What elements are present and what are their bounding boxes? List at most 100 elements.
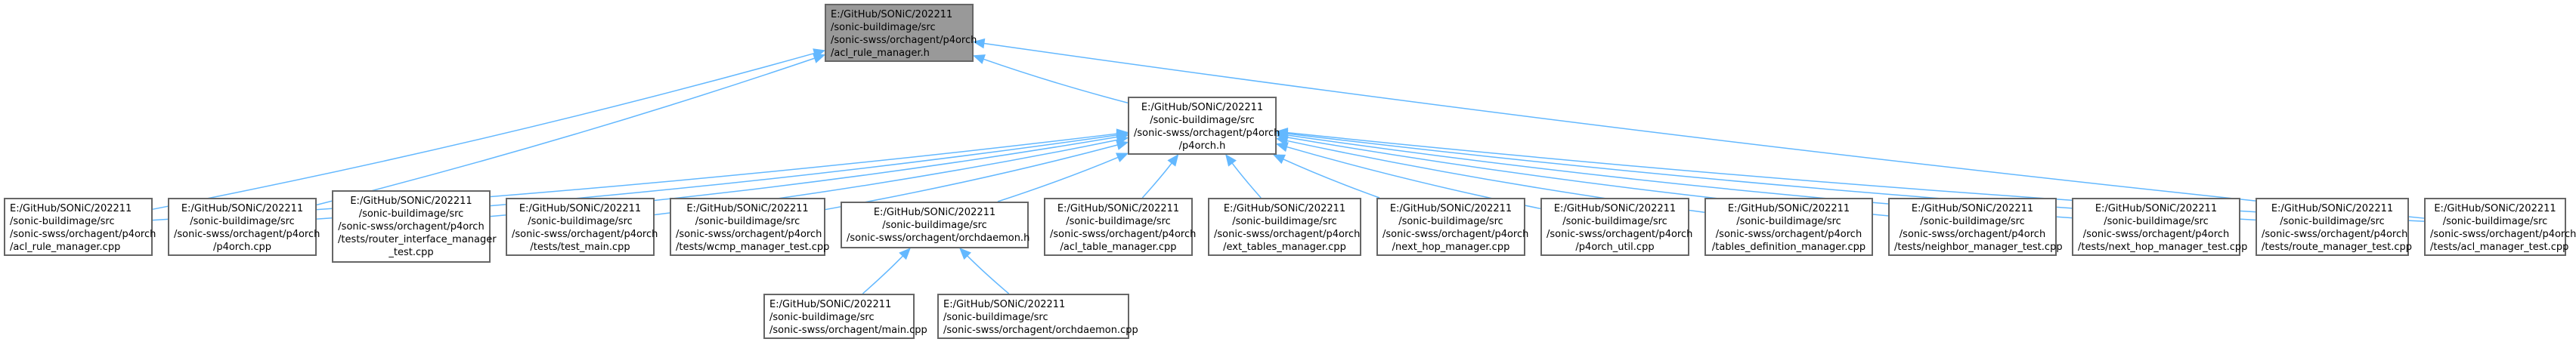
node-label-line: E:/GitHub/SONiC/202211: [519, 203, 642, 214]
node-ext-tables-manager[interactable]: E:/GitHub/SONiC/202211/sonic-buildimage/…: [1208, 198, 1361, 256]
arrowhead-ext_tables_manager-to-p4orch_h: [1225, 153, 1237, 167]
node-label-line: /sonic-buildimage/src: [769, 312, 875, 323]
edge-acl_manager_test-to-acl_rule_manager_h: [983, 42, 2425, 219]
node-label-line: /sonic-buildimage/src: [882, 220, 987, 231]
node-next-hop-manager[interactable]: E:/GitHub/SONiC/202211/sonic-buildimage/…: [1376, 198, 1529, 256]
node-label-line: /sonic-swss/orchagent/p4orch: [1382, 229, 1529, 240]
node-label-line: /acl_rule_manager.h: [831, 48, 930, 59]
node-label-line: /sonic-swss/orchagent/p4orch: [1134, 128, 1280, 139]
edge-p4orch_h-to-acl_rule_manager_h: [983, 58, 1129, 104]
node-label-line: /tables_definition_manager.cpp: [1711, 242, 1866, 253]
node-label-line: /tests/next_hop_manager_test.cpp: [2078, 242, 2248, 253]
node-label-line: /sonic-buildimage/src: [2104, 216, 2209, 227]
node-acl-table-manager[interactable]: E:/GitHub/SONiC/202211/sonic-buildimage/…: [1044, 198, 1197, 256]
node-label-line: /sonic-buildimage/src: [1398, 216, 1503, 227]
node-router-interface-manager-test[interactable]: E:/GitHub/SONiC/202211/sonic-buildimage/…: [332, 190, 497, 263]
node-label-line: E:/GitHub/SONiC/202211: [1141, 102, 1264, 113]
node-label-line: E:/GitHub/SONiC/202211: [181, 203, 304, 214]
node-label-line: E:/GitHub/SONiC/202211: [831, 9, 953, 20]
node-p4orch-cpp[interactable]: E:/GitHub/SONiC/202211/sonic-buildimage/…: [168, 198, 320, 256]
edge-next_hop_manager-to-p4orch_h: [1283, 159, 1380, 199]
node-label-line: E:/GitHub/SONiC/202211: [1553, 203, 1677, 214]
node-label-line: /acl_rule_manager.cpp: [10, 242, 121, 253]
edge-orchdaemon_cpp-to-orchdaemon_h: [967, 255, 1010, 294]
node-label-line: _test.cpp: [389, 247, 434, 258]
node-label-line: E:/GitHub/SONiC/202211: [1223, 203, 1346, 214]
node-label-line: /sonic-buildimage/src: [1232, 216, 1337, 227]
node-label-line: /sonic-swss/orchagent/p4orch: [1715, 229, 1862, 240]
node-label-line: /sonic-buildimage/src: [528, 216, 633, 227]
node-label-line: /sonic-swss/orchagent/p4orch: [2262, 229, 2408, 240]
node-label-line: /sonic-buildimage/src: [358, 208, 464, 220]
node-label-line: /p4orch.cpp: [212, 242, 272, 253]
arrowhead-orchdaemon_h-to-p4orch_h: [1116, 153, 1129, 162]
node-label-line: /sonic-swss/orchagent/p4orch: [338, 221, 485, 233]
node-label-line: /acl_table_manager.cpp: [1060, 242, 1177, 253]
node-orchdaemon-h[interactable]: E:/GitHub/SONiC/202211/sonic-buildimage/…: [841, 202, 1029, 248]
node-p4orch-util[interactable]: E:/GitHub/SONiC/202211/sonic-buildimage/…: [1540, 198, 1693, 256]
node-next-hop-manager-test[interactable]: E:/GitHub/SONiC/202211/sonic-buildimage/…: [2072, 198, 2248, 256]
node-label-line: /sonic-swss/orchagent/orchdaemon.cpp: [943, 325, 1138, 336]
node-label-line: E:/GitHub/SONiC/202211: [10, 203, 132, 214]
node-orchdaemon-cpp[interactable]: E:/GitHub/SONiC/202211/sonic-buildimage/…: [937, 294, 1138, 339]
node-label-line: /sonic-swss/orchagent/p4orch: [512, 229, 658, 240]
edge-main_cpp-to-orchdaemon_h: [862, 255, 903, 294]
arrowhead-acl_manager_test-to-p4orch_h: [1275, 128, 1289, 138]
node-label-line: /sonic-buildimage/src: [1150, 115, 1255, 126]
node-label-line: /sonic-swss/orchagent/p4orch: [831, 35, 977, 46]
node-label-line: /sonic-buildimage/src: [695, 216, 800, 227]
node-label-line: /sonic-swss/orchagent/p4orch: [1899, 229, 2046, 240]
node-label-line: /next_hop_manager.cpp: [1392, 242, 1510, 253]
node-label-line: /sonic-swss/orchagent/p4orch: [10, 229, 156, 240]
node-test-main[interactable]: E:/GitHub/SONiC/202211/sonic-buildimage/…: [506, 198, 658, 256]
node-label-line: E:/GitHub/SONiC/202211: [943, 299, 1066, 310]
node-acl-rule-manager-h[interactable]: E:/GitHub/SONiC/202211/sonic-buildimage/…: [825, 4, 977, 62]
arrowhead-acl_manager_test-to-acl_rule_manager_h: [972, 38, 986, 49]
node-p4orch-h[interactable]: E:/GitHub/SONiC/202211/sonic-buildimage/…: [1128, 97, 1280, 155]
node-label-line: E:/GitHub/SONiC/202211: [2095, 203, 2218, 214]
arrowhead-p4orch_cpp-to-acl_rule_manager_h: [813, 53, 826, 63]
node-label-line: E:/GitHub/SONiC/202211: [1911, 203, 2034, 214]
node-tables-definition-manager[interactable]: E:/GitHub/SONiC/202211/sonic-buildimage/…: [1704, 198, 1873, 256]
node-label-line: /tests/wcmp_manager_test.cpp: [676, 242, 830, 253]
node-label-line: /sonic-buildimage/src: [943, 312, 1048, 323]
node-label-line: /tests/test_main.cpp: [530, 242, 630, 253]
node-label-line: E:/GitHub/SONiC/202211: [2271, 203, 2394, 214]
node-main-cpp[interactable]: E:/GitHub/SONiC/202211/sonic-buildimage/…: [763, 294, 927, 339]
arrowhead-p4orch_h-to-acl_rule_manager_h: [972, 54, 986, 64]
node-route-manager-test[interactable]: E:/GitHub/SONiC/202211/sonic-buildimage/…: [2256, 198, 2413, 256]
node-label-line: /sonic-buildimage/src: [1562, 216, 1667, 227]
node-label-line: /p4orch.h: [1178, 140, 1226, 152]
node-label-line: /sonic-buildimage/src: [831, 22, 936, 33]
node-neighbor-manager-test[interactable]: E:/GitHub/SONiC/202211/sonic-buildimage/…: [1888, 198, 2063, 256]
node-label-line: E:/GitHub/SONiC/202211: [686, 203, 809, 214]
edge-p4orch_cpp-to-acl_rule_manager_h: [316, 57, 815, 206]
node-label-line: /tests/acl_manager_test.cpp: [2430, 242, 2569, 253]
node-label-line: /sonic-swss/orchagent/main.cpp: [769, 325, 927, 336]
node-label-line: /sonic-swss/orchagent/p4orch: [676, 229, 822, 240]
node-wcmp-manager-test[interactable]: E:/GitHub/SONiC/202211/sonic-buildimage/…: [670, 198, 830, 256]
node-label-line: /sonic-buildimage/src: [10, 216, 115, 227]
node-label-line: /sonic-buildimage/src: [1736, 216, 1841, 227]
edge-acl_table_manager-to-p4orch_h: [1141, 162, 1172, 199]
node-label-line: /tests/route_manager_test.cpp: [2262, 242, 2413, 253]
node-label-line: /sonic-buildimage/src: [1066, 216, 1171, 227]
node-label-line: /sonic-buildimage/src: [2280, 216, 2385, 227]
node-label-line: /sonic-swss/orchagent/p4orch: [1214, 229, 1361, 240]
node-acl-rule-manager-cpp[interactable]: E:/GitHub/SONiC/202211/sonic-buildimage/…: [4, 198, 156, 256]
node-label-line: /sonic-swss/orchagent/orchdaemon.h: [847, 233, 1030, 244]
node-label-line: /tests/neighbor_manager_test.cpp: [1894, 242, 2063, 253]
arrowhead-orchdaemon_cpp-to-orchdaemon_h: [959, 248, 971, 260]
node-label-line: E:/GitHub/SONiC/202211: [1389, 203, 1512, 214]
node-label-line: /tests/router_interface_manager: [338, 234, 497, 245]
node-label-line: /sonic-swss/orchagent/p4orch: [1050, 229, 1197, 240]
edge-orchdaemon_h-to-p4orch_h: [997, 156, 1119, 202]
node-label-line: E:/GitHub/SONiC/202211: [1727, 203, 1850, 214]
arrowhead-next_hop_manager-to-p4orch_h: [1272, 154, 1286, 165]
node-label-line: E:/GitHub/SONiC/202211: [1057, 203, 1180, 214]
node-acl-manager-test[interactable]: E:/GitHub/SONiC/202211/sonic-buildimage/…: [2424, 198, 2576, 256]
node-label-line: /sonic-swss/orchagent/p4orch: [174, 229, 320, 240]
node-label-line: /sonic-swss/orchagent/p4orch: [1547, 229, 1693, 240]
node-label-line: /ext_tables_manager.cpp: [1223, 242, 1346, 253]
